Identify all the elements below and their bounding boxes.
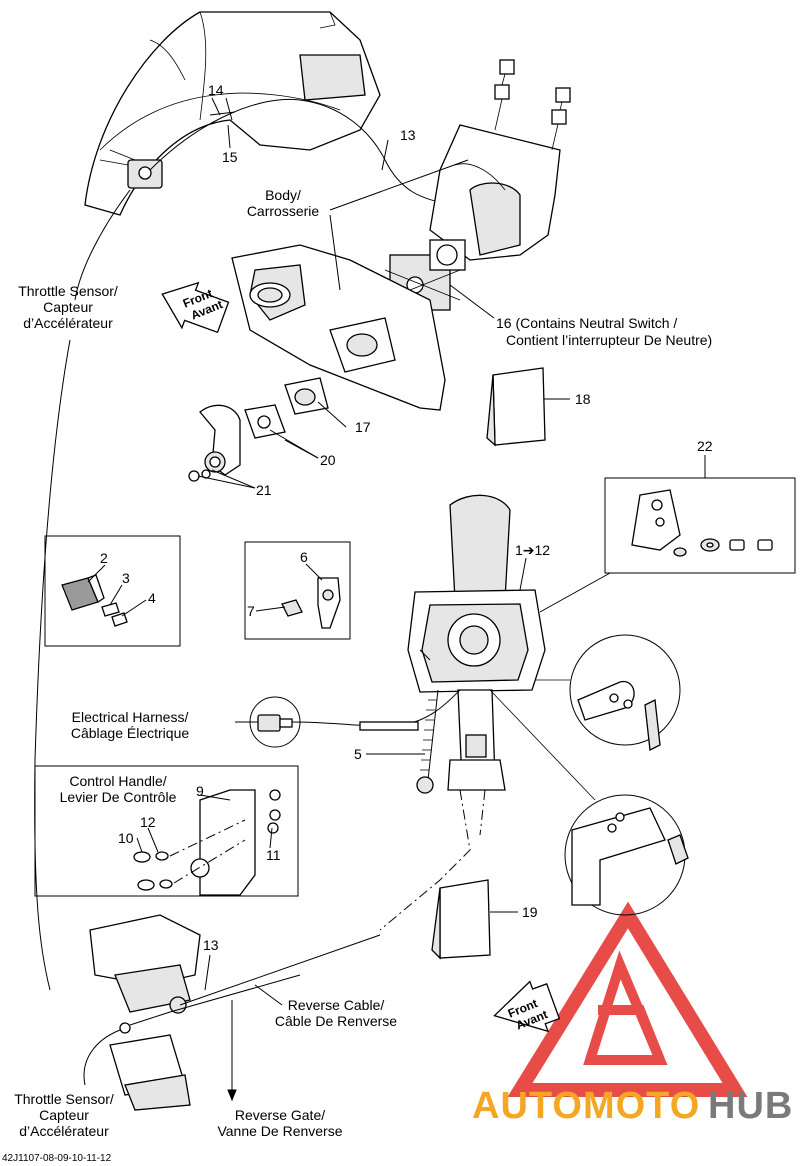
label-throttle-top-line2: Capteur: [43, 299, 93, 315]
label-throttle-top-line1: Throttle Sensor/: [18, 283, 118, 299]
label-reverse-cable-line1: Reverse Cable/: [288, 997, 385, 1013]
part-17-gasket: [284, 377, 329, 415]
label-harness-line1: Electrical Harness/: [72, 709, 189, 725]
watermark-text-part2: HUB: [708, 1085, 793, 1127]
callout-21: 21: [256, 482, 272, 498]
label-body-line2: Carrosserie: [247, 203, 320, 219]
label-control-handle-line1: Control Handle/: [69, 773, 166, 789]
label-reverse-gate-line1: Reverse Gate/: [235, 1107, 325, 1123]
throttle-cable-top: [149, 98, 481, 209]
callout-2: 2: [100, 550, 108, 566]
callout-22: 22: [697, 438, 713, 454]
callout-10: 10: [118, 830, 134, 846]
fasteners-top-right: [494, 59, 571, 151]
part-20-plate: [244, 404, 286, 439]
hull-front-section: [84, 11, 381, 216]
label-control-handle: Control Handle/ Levier De Contrôle: [60, 773, 177, 805]
label-reverse-gate-line2: Vanne De Renverse: [217, 1123, 342, 1139]
callout-17: 17: [355, 419, 371, 435]
callout-5: 5: [354, 746, 362, 762]
control-handle-box: [34, 765, 299, 897]
label-part16-line1: 16 (Contains Neutral Switch /: [496, 315, 677, 331]
part-19-tag: [431, 879, 491, 960]
front-arrow-bottom: [493, 980, 561, 1033]
throttle-cable-bottom: [179, 934, 381, 1006]
label-electrical-harness: Electrical Harness/ Câblage Électrique: [71, 709, 190, 741]
callout-19: 19: [522, 904, 538, 920]
watermark-text: AUTOMOTO HUB: [472, 1085, 793, 1127]
reverse-cable: [129, 974, 301, 1026]
callout-3: 3: [122, 570, 130, 586]
callout-13-bottom: 13: [203, 937, 219, 953]
label-throttle-bottom-line1: Throttle Sensor/: [14, 1091, 114, 1107]
console-lower: [231, 244, 446, 411]
front-arrow-top: [161, 281, 230, 334]
lower-throttle-assembly: [89, 914, 201, 1111]
detail-circle-lower: [564, 794, 689, 916]
parts-2-4-box: [44, 535, 181, 647]
detail-circle-upper: [569, 634, 681, 751]
label-throttle-bottom-line3: d’Accélérateur: [19, 1123, 109, 1139]
label-body: Body/ Carrosserie: [247, 187, 320, 219]
callout-18: 18: [575, 391, 591, 407]
callout-14: 14: [208, 82, 224, 98]
watermark-text-part1: AUTOMOTO: [472, 1085, 700, 1127]
console-upper: [384, 59, 571, 311]
watermark-logo: [507, 901, 748, 1097]
callout-20: 20: [320, 452, 336, 468]
callout-7: 7: [247, 603, 255, 619]
parts-6-7-box: [244, 541, 351, 640]
label-control-handle-line2: Levier De Contrôle: [60, 789, 177, 805]
label-part16: 16 (Contains Neutral Switch / Contient l…: [496, 315, 712, 348]
label-part16-line2: Contient l’interrupteur De Neutre): [506, 332, 712, 348]
label-body-line1: Body/: [265, 187, 301, 203]
part-18-tag: [486, 367, 546, 447]
label-reverse-cable-line2: Câble De Renverse: [275, 1013, 397, 1029]
callout-6: 6: [300, 549, 308, 565]
callout-11: 11: [266, 847, 281, 863]
leader-lines: [34, 97, 706, 1102]
part-21-lever: [188, 404, 241, 482]
label-throttle-sensor-bottom: Throttle Sensor/ Capteur d’Accélérateur: [14, 1091, 114, 1139]
callout-1-12: 1➔12: [515, 542, 550, 558]
callout-numbers: 14 15 13 18 17 20 21 22 1➔12 2 3 4 6 7 5…: [100, 82, 713, 953]
callout-9: 9: [196, 783, 204, 799]
label-harness-line2: Câblage Électrique: [71, 725, 190, 741]
control-unit: [407, 494, 546, 794]
label-throttle-bottom-line2: Capteur: [39, 1107, 89, 1123]
label-throttle-sensor-top: Throttle Sensor/ Capteur d’Accélérateur: [18, 283, 118, 331]
label-reverse-gate: Reverse Gate/ Vanne De Renverse: [217, 1107, 342, 1139]
label-reverse-cable: Reverse Cable/ Câble De Renverse: [275, 997, 397, 1029]
callout-15: 15: [222, 149, 238, 165]
label-throttle-top-line3: d’Accélérateur: [23, 315, 113, 331]
part-22-kit-box: [604, 477, 796, 574]
figure-code: 42J1107-08-09-10-11-12: [2, 1153, 112, 1164]
electrical-harness: [249, 689, 461, 748]
callout-13-top: 13: [400, 127, 416, 143]
callout-4: 4: [148, 590, 156, 606]
callout-12: 12: [140, 814, 156, 830]
